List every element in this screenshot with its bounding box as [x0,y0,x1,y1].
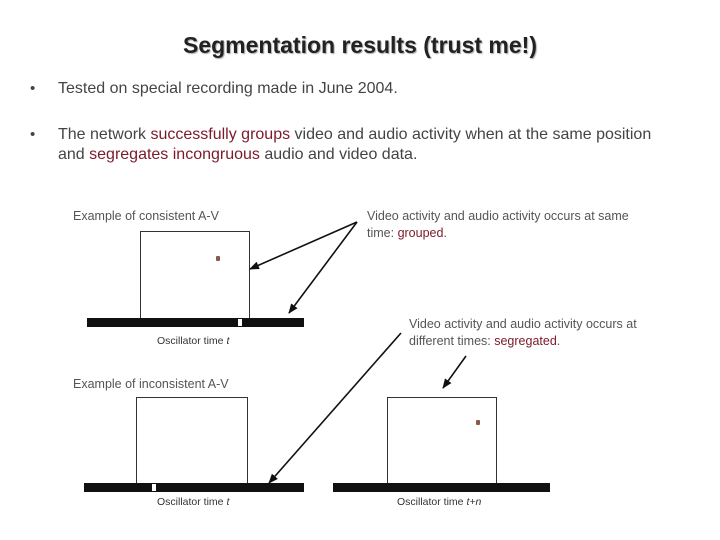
caption-grouped-highlight: grouped [397,226,444,240]
oscillator-label-text: Oscillator time [157,335,227,347]
bullet-2-part-5: audio and video data. [259,146,418,163]
video-frame-inconsistent-left [136,397,248,488]
arrow-segregated-to-right [442,355,467,389]
oscillator-var-t: t [226,335,230,347]
arrow-segregated-to-left [268,332,402,484]
caption-segregated: Video activity and audio activity occurs… [409,316,679,350]
slide-title: Segmentation results (trust me!) [183,32,537,58]
oscillator-bar-inconsistent-right [333,483,550,492]
oscillator-label-inconsistent-left: Oscillator time t [157,496,229,508]
oscillator-label-text: Oscillator time [397,496,467,508]
oscillator-bar-inconsistent-left [84,483,304,492]
arrow-grouped-to-blob [249,221,358,270]
oscillator-var-tn: t+n [466,496,482,508]
bullet-2-part-1: The network [58,126,151,143]
video-activity-blob [216,256,220,261]
example-consistent-label: Example of consistent A-V [73,209,219,223]
caption-segregated-suffix: . [556,334,561,348]
bullet-1-text: Tested on special recording made in June… [58,80,398,97]
bullet-2-part-3: video and audio activity when at the sam… [58,126,652,163]
bullet-2-highlight-segregates: segregates incongruous [89,146,260,163]
bullet-marker-2: • [30,126,36,143]
oscillator-label-text: Oscillator time [157,496,227,508]
oscillator-var-t: t [226,496,230,508]
arrow-grouped-to-marker [288,221,358,314]
oscillator-bar-consistent [87,318,304,327]
video-frame-inconsistent-right [387,397,497,487]
oscillator-marker-left [152,484,156,491]
oscillator-label-consistent: Oscillator time t [157,335,229,347]
example-inconsistent-label: Example of inconsistent A-V [73,377,229,391]
oscillator-marker [238,319,242,326]
oscillator-label-inconsistent-right: Oscillator time t+n [397,496,481,508]
bullet-2-highlight-groups: successfully groups [150,126,291,143]
bullet-marker-1: • [30,80,36,97]
caption-grouped-prefix: Video activity and audio activity occurs… [367,209,629,240]
caption-grouped-suffix: . [443,226,447,240]
caption-segregated-highlight: segregated [494,334,557,348]
bullet-text-2: The network successfully groups video an… [58,125,678,165]
video-activity-blob-right [476,420,480,425]
caption-grouped: Video activity and audio activity occurs… [367,208,637,242]
bullet-text-1: Tested on special recording made in June… [58,79,678,99]
caption-segregated-prefix: Video activity and audio activity occurs… [409,317,637,348]
video-frame-consistent [140,231,250,321]
